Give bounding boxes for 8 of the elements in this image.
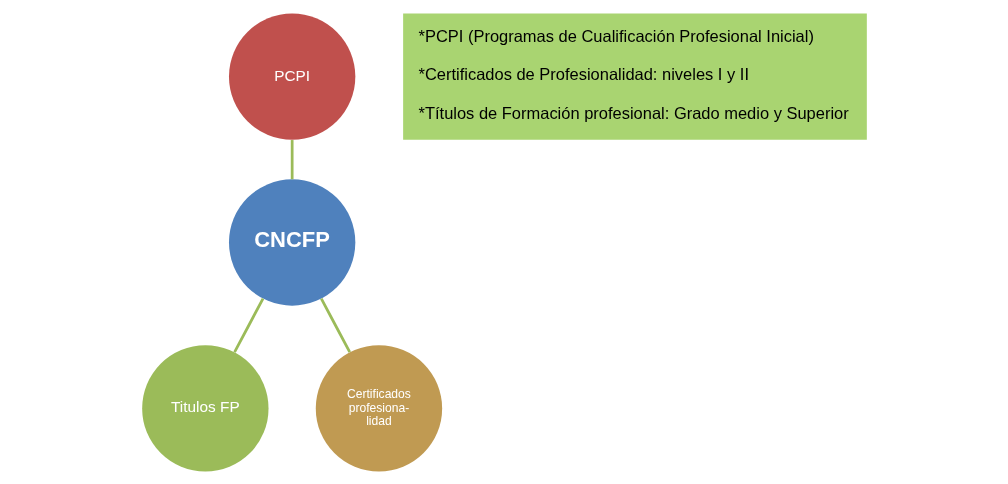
node-circle: CNCFP bbox=[228, 178, 355, 306]
connector bbox=[232, 297, 264, 353]
connector bbox=[319, 297, 351, 353]
connector bbox=[290, 139, 294, 179]
node-circle: PCPI bbox=[228, 12, 355, 140]
node-circle: Certificados profesiona- lidad bbox=[315, 344, 442, 472]
node-circle: Titulos FP bbox=[141, 344, 269, 472]
node-box: *PCPI (Programas de Cualificación Profesional Inicial) *Certificados de Profesionalidad: niveles I y II *Títulos de Formación profesional: Grado medio y Superior bbox=[402, 12, 867, 140]
